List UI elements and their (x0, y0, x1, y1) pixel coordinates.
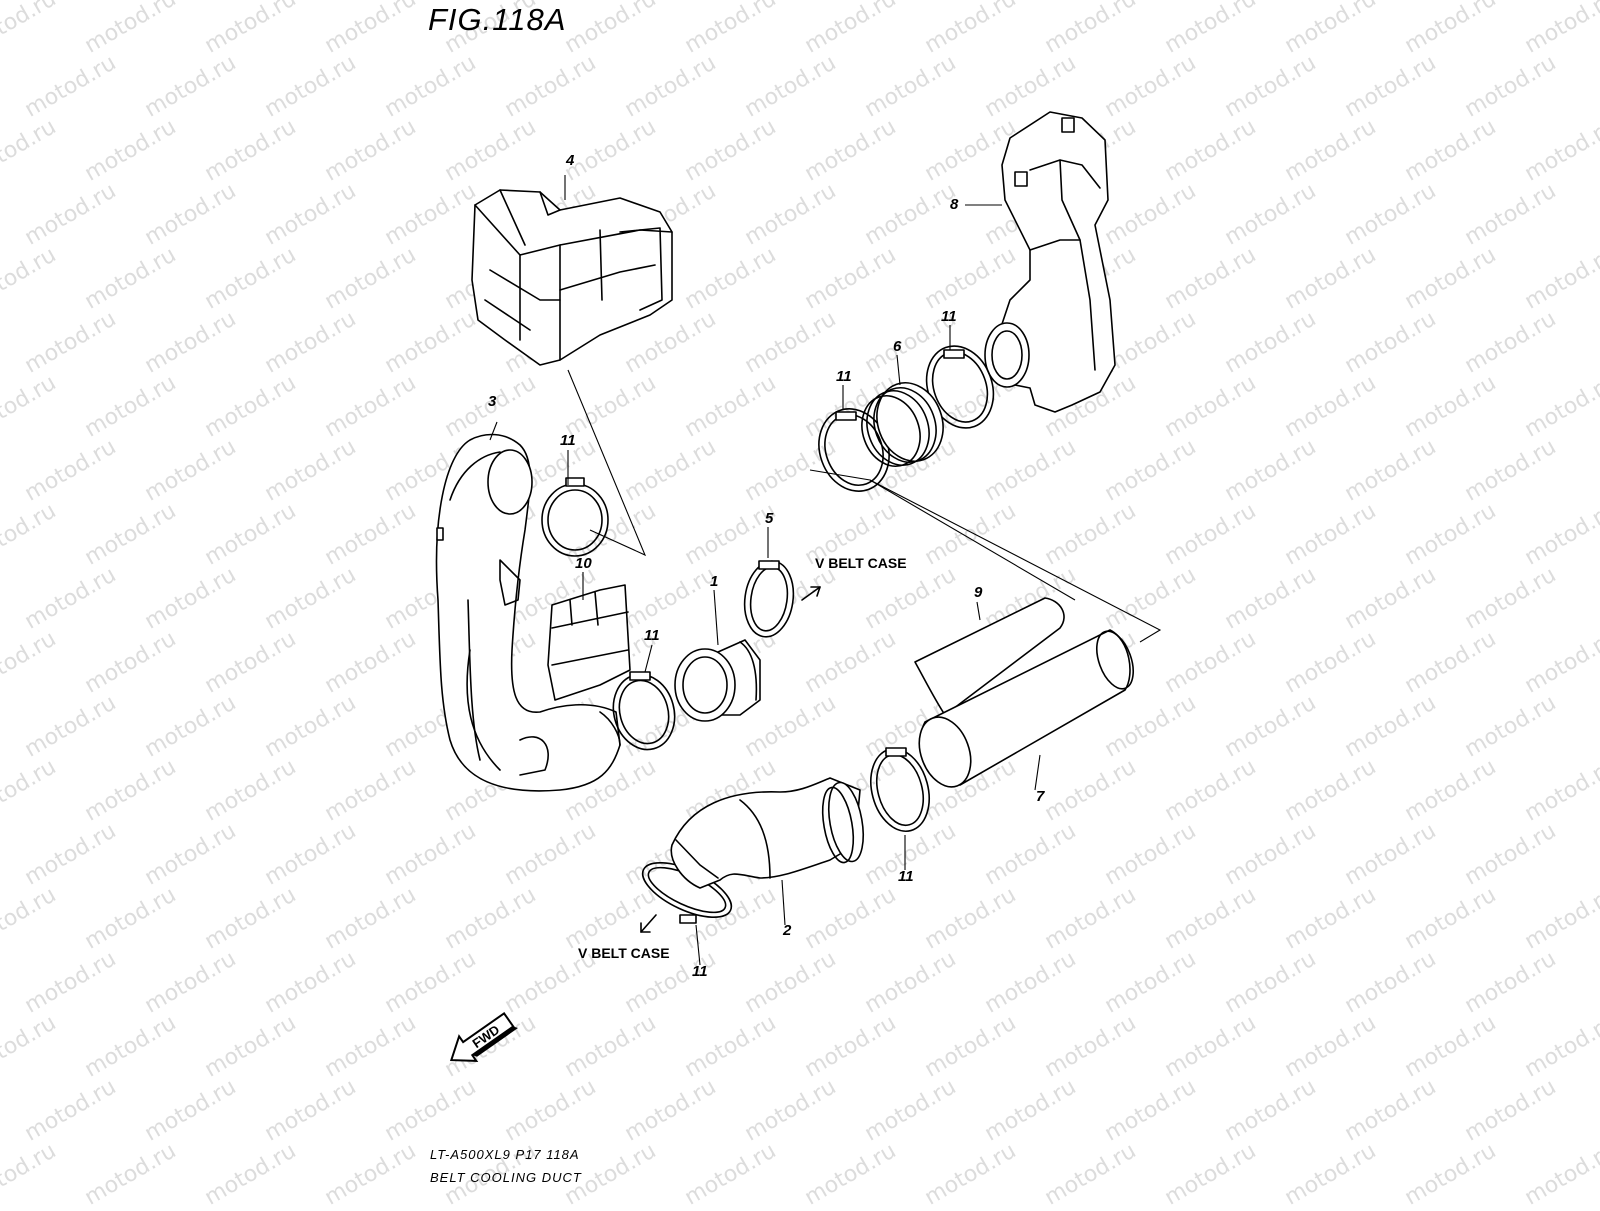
clamp-11-e (870, 747, 930, 833)
callout-6: 6 (893, 338, 902, 355)
part-1-joint-sleeve (674, 639, 761, 722)
callout-5: 5 (765, 510, 774, 527)
callout-3: 3 (488, 393, 497, 410)
v-belt-case-label-lower: V BELT CASE (578, 945, 670, 961)
clamp-11-a (541, 477, 609, 557)
clamp-11-c (925, 345, 995, 429)
callout-11-d: 11 (644, 627, 660, 644)
part-2-elbow-duct (670, 777, 865, 889)
callout-10: 10 (575, 555, 592, 572)
part-9-cover-sheet (914, 597, 1065, 716)
callout-11-b: 11 (836, 368, 852, 385)
callout-2: 2 (783, 922, 792, 939)
callout-1: 1 (710, 573, 719, 590)
callout-8: 8 (950, 196, 959, 213)
part-4-duct-box (471, 189, 673, 366)
arrow-v-belt-case-upper (801, 586, 821, 601)
v-belt-case-label-upper: V BELT CASE (815, 555, 907, 571)
part-6-bellows-joint (861, 382, 944, 467)
callout-11-e: 11 (898, 868, 914, 885)
callout-4: 4 (566, 152, 575, 169)
callout-11-c: 11 (941, 308, 957, 325)
figure-title: FIG.118A (428, 2, 567, 37)
callout-11-a: 11 (560, 432, 576, 449)
arrow-v-belt-case-lower (640, 914, 657, 933)
fwd-arrow-icon: FWD (449, 1011, 519, 1062)
part-10-gasket (547, 584, 631, 701)
clamp-11-d (612, 671, 676, 751)
part-8-upper-duct (984, 111, 1116, 413)
part-3-main-duct (435, 433, 621, 792)
callout-11-f: 11 (692, 963, 708, 980)
leader-lines (489, 204, 1162, 966)
part-7-tube (918, 629, 1135, 788)
part-5-seal (743, 560, 795, 638)
callout-7: 7 (1036, 788, 1045, 805)
model-code: LT-A500XL9 P17 118A (430, 1147, 580, 1162)
callout-9: 9 (974, 584, 983, 601)
figure-caption: BELT COOLING DUCT (430, 1170, 582, 1185)
